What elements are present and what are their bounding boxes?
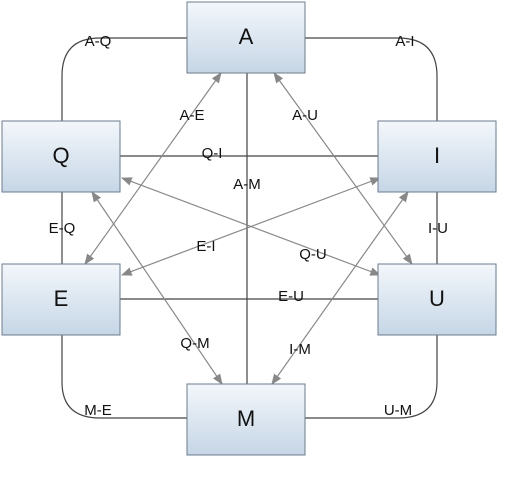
node-u: U [377, 263, 497, 336]
node-q-box [1, 120, 121, 193]
node-m: M [186, 383, 306, 456]
node-i: I [377, 120, 497, 193]
node-u-label: U [429, 286, 445, 311]
node-e-label: E [54, 286, 69, 311]
node-i-box [377, 120, 497, 193]
node-a-box [186, 1, 306, 74]
label-e-u: E-U [278, 288, 304, 305]
node-m-label: M [237, 406, 255, 431]
edge-i-m [271, 191, 409, 385]
label-a-m: A-M [233, 176, 261, 193]
label-a-i: A-I [395, 33, 414, 50]
label-i-m: I-M [289, 341, 311, 358]
label-q-m: Q-M [180, 335, 209, 352]
label-q-i: Q-I [202, 145, 223, 162]
label-i-u: I-U [428, 220, 448, 237]
node-a: A [186, 1, 306, 74]
label-a-u: A-U [292, 107, 318, 124]
edge-a-i [305, 37, 438, 121]
label-a-q: A-Q [85, 33, 112, 50]
node-i-label: I [434, 143, 440, 168]
node-q: Q [1, 120, 121, 193]
label-q-u: Q-U [299, 246, 327, 263]
node-q-label: Q [52, 143, 69, 168]
edge-a-q [61, 37, 187, 121]
node-e-box [1, 263, 121, 336]
label-e-q: E-Q [49, 220, 76, 237]
label-e-i: E-I [196, 238, 215, 255]
label-a-e: A-E [179, 107, 204, 124]
node-u-box [377, 263, 497, 336]
edge-m-e [61, 335, 187, 419]
edge-u-m [305, 335, 438, 419]
node-a-label: A [239, 24, 254, 49]
label-m-e: M-E [84, 402, 112, 419]
edge-q-m [91, 191, 223, 385]
node-e: E [1, 263, 121, 336]
label-u-m: U-M [384, 402, 412, 419]
node-m-box [186, 383, 306, 456]
